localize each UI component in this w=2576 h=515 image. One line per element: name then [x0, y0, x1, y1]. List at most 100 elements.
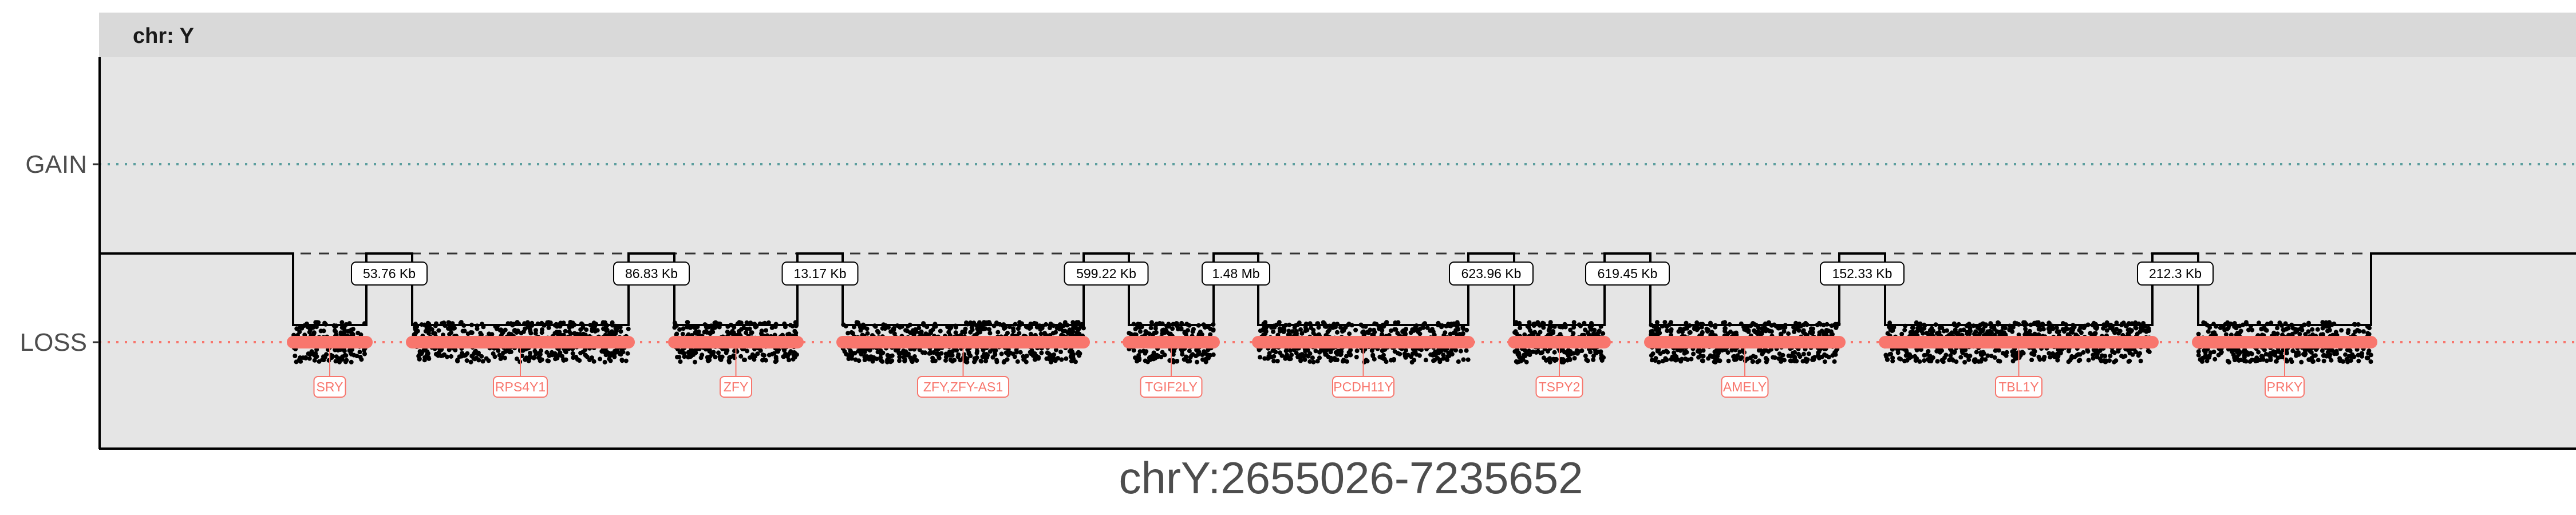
probe-point	[1823, 331, 1828, 335]
probe-point	[2091, 352, 2096, 358]
probe-point	[1654, 332, 1660, 337]
probe-point	[1283, 348, 1289, 354]
probe-point	[1769, 329, 1774, 334]
probe-point	[1057, 327, 1062, 332]
probe-point	[1279, 328, 1284, 333]
probe-point	[626, 326, 631, 331]
probe-point	[1138, 329, 1143, 334]
probe-point	[580, 350, 586, 355]
probe-point	[708, 330, 713, 335]
probe-point	[314, 354, 319, 359]
probe-point	[2306, 357, 2312, 362]
probe-point	[966, 350, 971, 355]
probe-point	[1011, 328, 1016, 334]
probe-point	[1678, 359, 1684, 364]
probe-point	[2311, 353, 2316, 358]
probe-point	[1128, 331, 1133, 336]
probe-point	[538, 351, 543, 356]
probe-point	[761, 353, 767, 358]
probe-point	[476, 358, 481, 363]
probe-point	[455, 358, 460, 363]
probe-point	[2207, 354, 2212, 358]
probe-point	[883, 326, 888, 331]
probe-point	[465, 331, 471, 336]
probe-point	[1171, 358, 1176, 363]
probe-point	[1458, 348, 1463, 354]
probe-point	[1725, 331, 1730, 336]
probe-point	[515, 320, 520, 325]
probe-point	[674, 331, 679, 336]
probe-point	[1665, 328, 1670, 334]
probe-point	[332, 328, 337, 333]
probe-point	[1777, 351, 1782, 356]
probe-point	[1527, 352, 1532, 357]
probe-point	[759, 328, 764, 334]
probe-point	[1548, 320, 1553, 325]
probe-point	[2274, 359, 2279, 364]
probe-point	[2034, 320, 2039, 325]
probe-point	[930, 355, 935, 360]
probe-point	[293, 354, 298, 358]
probe-point	[890, 353, 895, 358]
probe-point	[2327, 352, 2332, 358]
probe-point	[1081, 326, 1086, 331]
probe-point	[1926, 357, 1931, 362]
probe-point	[2320, 332, 2325, 337]
probe-point	[773, 355, 779, 359]
probe-point	[1662, 320, 1668, 325]
probe-point	[1789, 358, 1794, 363]
probe-point	[1287, 348, 1293, 353]
probe-point	[419, 351, 424, 356]
probe-point	[462, 328, 467, 334]
probe-point	[1822, 359, 1827, 365]
probe-point	[1938, 350, 1942, 355]
probe-point	[761, 357, 767, 362]
probe-point	[1986, 331, 1992, 336]
probe-point	[2243, 359, 2249, 364]
probe-point	[545, 358, 550, 363]
probe-point	[1958, 328, 1963, 333]
probe-point	[853, 357, 858, 362]
probe-point	[1315, 359, 1320, 364]
probe-point	[1167, 331, 1172, 336]
probe-point	[1070, 357, 1076, 362]
probe-point	[1971, 358, 1977, 363]
probe-point	[602, 359, 607, 365]
probe-point	[346, 328, 351, 334]
probe-point	[1076, 350, 1081, 355]
probe-point	[1791, 350, 1796, 355]
probe-point	[981, 347, 986, 352]
gene-label-box	[493, 376, 548, 398]
probe-point	[1070, 320, 1076, 325]
probe-point	[308, 327, 313, 332]
probe-point	[1701, 348, 1706, 353]
probe-point	[934, 351, 939, 356]
probe-point	[2041, 355, 2046, 360]
probe-point	[1379, 355, 1384, 360]
probe-point	[1317, 350, 1322, 355]
probe-point	[963, 355, 968, 360]
probe-point	[903, 328, 908, 333]
gap-label-box	[613, 262, 690, 286]
probe-point	[595, 328, 600, 333]
probe-point	[875, 350, 880, 355]
probe-point	[2256, 350, 2261, 355]
probe-point	[885, 358, 890, 363]
probe-point	[2112, 359, 2117, 365]
probe-point	[792, 328, 797, 334]
probe-point	[1392, 327, 1397, 332]
probe-point	[445, 354, 449, 359]
probe-point	[1706, 356, 1711, 361]
probe-point	[1950, 358, 1955, 363]
probe-point	[1801, 331, 1807, 336]
probe-point	[1302, 357, 1307, 362]
probe-point	[436, 353, 441, 358]
probe-point	[916, 326, 922, 331]
probe-point	[1289, 352, 1294, 358]
probe-point	[599, 349, 605, 354]
probe-point	[898, 351, 903, 356]
probe-point	[1190, 352, 1195, 357]
probe-point	[1910, 330, 1915, 335]
probe-point	[623, 358, 629, 363]
probe-point	[1342, 326, 1347, 331]
